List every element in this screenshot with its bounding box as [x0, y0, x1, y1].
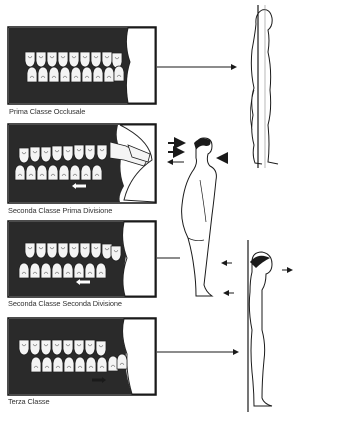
panel-class2div2 [8, 221, 156, 297]
posture-figure-class2 [182, 138, 217, 296]
caption-class2div2: Seconda Classe Seconda Divisione [8, 299, 122, 308]
caption-class2div1: Seconda Classe Prima Divisione [8, 206, 112, 215]
posture-figure-class1 [250, 5, 278, 168]
panel-class3 [8, 318, 156, 395]
panel-class1 [8, 27, 156, 104]
caption-class3: Terza Classe [8, 397, 50, 406]
panel-class2div1 [8, 124, 156, 203]
posture-figure-class3 [249, 252, 272, 406]
teeth-class1 [25, 52, 124, 82]
caption-class1: Prima Classe Occlusale [9, 107, 85, 116]
